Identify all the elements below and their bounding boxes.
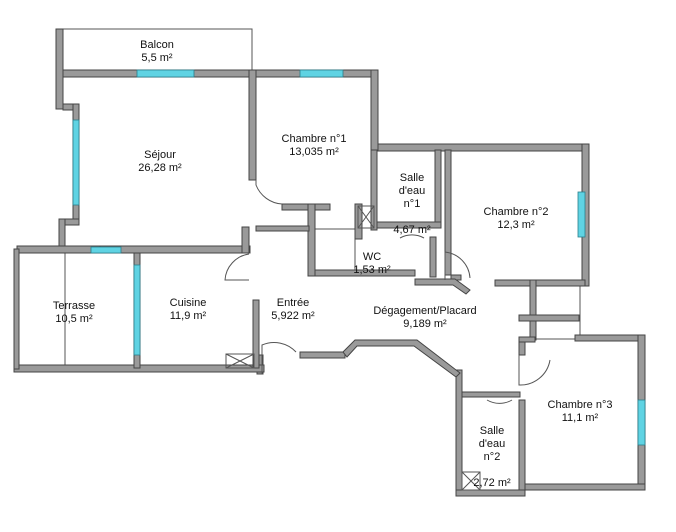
room-label-chambre-3: Chambre n°3 11,1 m² (548, 399, 613, 425)
room-area: 11,9 m² (169, 310, 207, 322)
room-name: Chambre n°2 (483, 206, 549, 218)
doors (224, 180, 551, 404)
room-label-salle-eau-2: Salle d'eau n°2 2,72 m² (473, 412, 510, 503)
room-name: Dégagement/Placard (373, 305, 477, 317)
room-area: 10,5 m² (55, 313, 93, 325)
walls (13, 28, 646, 497)
room-name: Chambre n°3 (547, 399, 613, 411)
room-area: 12,3 m² (497, 219, 535, 231)
ventilation-shafts (225, 205, 481, 491)
room-name: Cuisine (169, 297, 207, 309)
room-name: Terrasse (52, 300, 96, 312)
room-area: 13,035 m² (289, 146, 339, 158)
room-name: Salle d'eau n°2 (478, 425, 506, 463)
room-area: 4,67 m² (393, 224, 431, 236)
room-area: 1,53 m² (353, 264, 391, 276)
room-name: Salle d'eau n°1 (398, 172, 426, 210)
room-label-chambre-1: Chambre n°1 13,035 m² (282, 133, 347, 159)
room-area: 11,1 m² (561, 412, 599, 424)
room-area: 5,5 m² (141, 52, 173, 64)
room-label-chambre-2: Chambre n°2 12,3 m² (484, 206, 549, 232)
room-label-balcon: Balcon 5,5 m² (140, 39, 174, 65)
room-name: Séjour (144, 149, 176, 161)
room-label-sejour: Séjour 26,28 m² (138, 149, 181, 175)
room-label-cuisine: Cuisine 11,9 m² (170, 297, 207, 323)
room-name: Chambre n°1 (281, 133, 347, 145)
room-label-degagement: Dégagement/Placard 9,189 m² (373, 305, 476, 331)
room-area: 5,922 m² (271, 310, 315, 322)
room-area: 9,189 m² (403, 318, 447, 330)
room-label-entree: Entrée 5,922 m² (271, 297, 314, 323)
room-label-salle-eau-1: Salle d'eau n°1 4,67 m² (393, 159, 430, 250)
windows (72, 69, 646, 446)
room-label-wc: WC 1,53 m² (353, 251, 390, 277)
room-name: Balcon (140, 39, 174, 51)
room-area: 2,72 m² (473, 477, 511, 489)
room-area: 26,28 m² (138, 162, 182, 174)
room-name: Entrée (276, 297, 310, 309)
room-label-terrasse: Terrasse 10,5 m² (53, 300, 95, 326)
room-name: WC (362, 251, 382, 263)
